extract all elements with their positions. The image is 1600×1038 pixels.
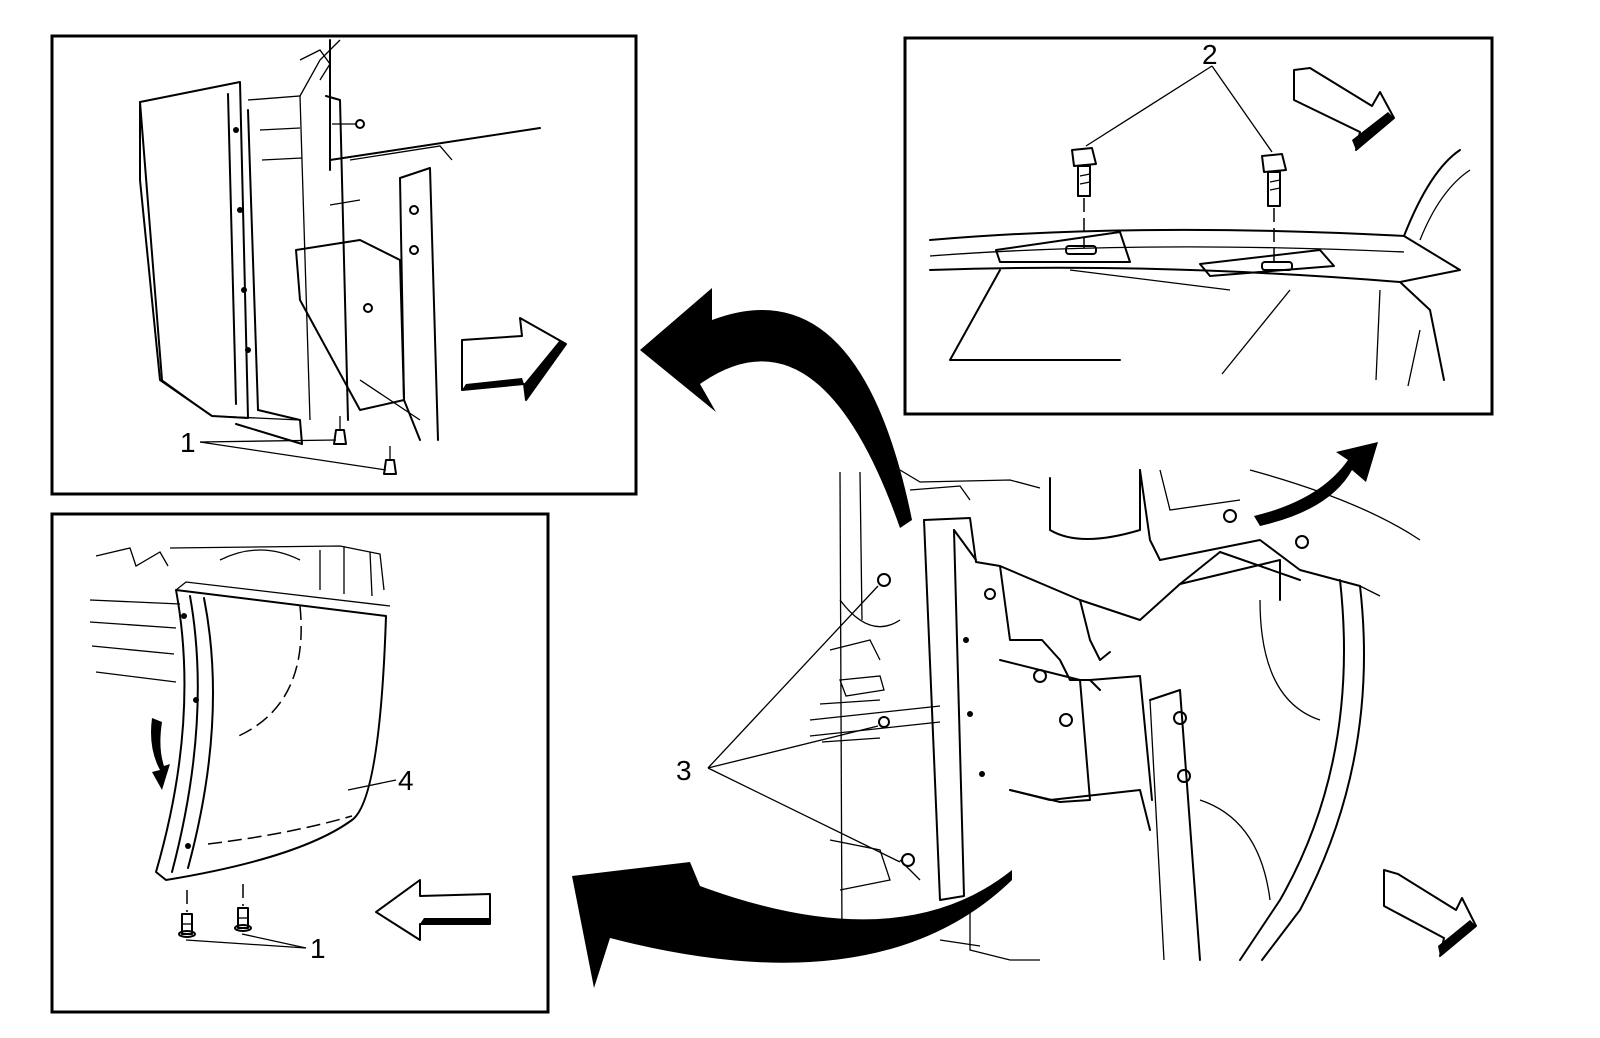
rivet-icon <box>967 711 973 717</box>
panel-lower-left: 4 1 <box>50 512 550 1014</box>
callout-4: 4 <box>398 765 414 796</box>
arrow-shading <box>462 340 566 400</box>
rivet-icon <box>185 843 191 849</box>
wheelhouse-liner-upper <box>247 39 541 441</box>
callout-3: 3 <box>676 755 692 786</box>
fastener-3-lower-icon <box>901 853 915 867</box>
nut-icon <box>1177 769 1191 783</box>
mud-flap-side-view <box>139 81 303 445</box>
nut-icon <box>984 588 996 600</box>
callout-1-upper: 1 <box>180 427 196 458</box>
nut-icon <box>1223 509 1237 523</box>
nut-icon <box>1033 669 1047 683</box>
bolt-2-right <box>1261 153 1287 262</box>
nut-icon <box>1059 713 1073 727</box>
panel-upper-left: 1 <box>50 34 638 496</box>
rivet-icon <box>245 347 251 353</box>
nut-icon <box>409 245 419 255</box>
bolt-hole <box>1261 261 1293 271</box>
bolt-hole <box>1065 245 1097 255</box>
rivet-icon <box>233 127 239 133</box>
bumper-top-surface <box>929 149 1471 387</box>
nut-icon <box>363 303 373 313</box>
curved-arrow-to-upper-right-icon <box>1254 442 1378 526</box>
main-view-wheelhouse <box>809 469 1421 961</box>
arrow-shading <box>1438 920 1476 956</box>
panel-lower-left-frame <box>50 512 550 1014</box>
fastener-3-upper-icon <box>877 573 891 587</box>
direction-arrow-icon <box>1383 869 1477 957</box>
arrow-shading <box>1352 112 1394 150</box>
nut-icon <box>1173 711 1187 725</box>
fastener-1-upper <box>199 416 397 475</box>
nut-icon <box>409 205 419 215</box>
nut-icon <box>1295 535 1309 549</box>
panel-upper-right: 2 <box>903 36 1494 416</box>
arrow-shading <box>420 918 490 924</box>
bolt-2-left <box>1071 147 1097 248</box>
removal-arrow-icon <box>151 718 170 790</box>
mud-flap <box>155 581 391 881</box>
panel-upper-right-frame <box>903 36 1494 416</box>
curved-arrow-to-lower-left-icon <box>572 862 1012 988</box>
rivet-icon <box>237 207 243 213</box>
fastener-1-lower <box>178 884 307 949</box>
rivet-icon <box>979 771 985 777</box>
rivet-icon <box>181 613 187 619</box>
rivet-icon <box>963 637 969 643</box>
callout-1-lower: 1 <box>310 933 326 964</box>
curved-arrow-to-upper-left-icon <box>640 288 912 528</box>
callout-2: 2 <box>1202 39 1218 70</box>
rivet-icon <box>241 287 247 293</box>
fastener-3-middle-icon <box>878 716 890 728</box>
rivet-icon <box>193 697 199 703</box>
